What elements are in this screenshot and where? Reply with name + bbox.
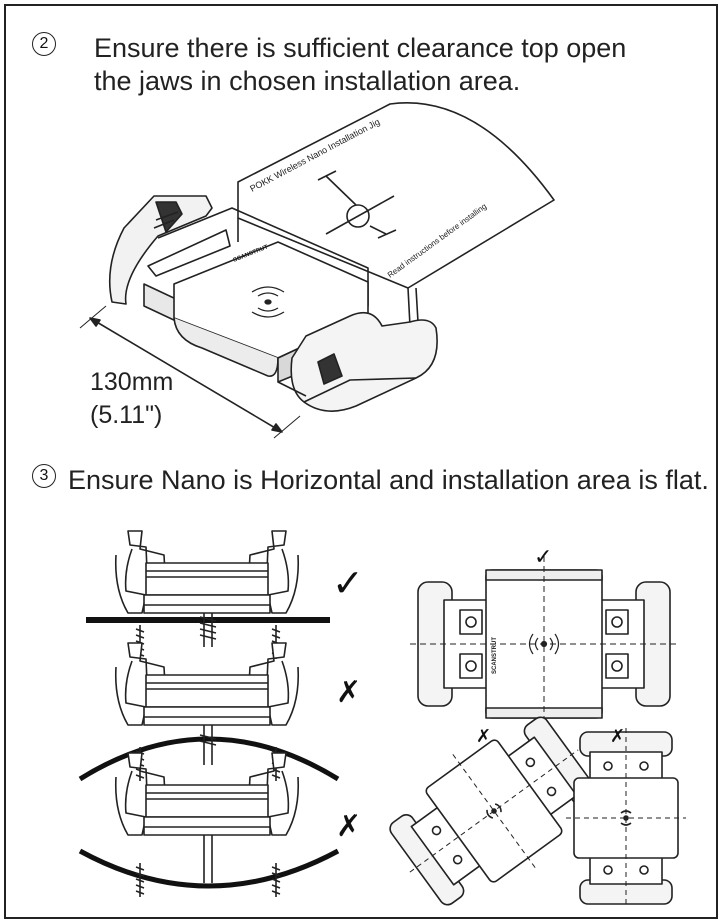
horizontal-orientation: SCANSTRUT: [410, 556, 678, 734]
dimension-imperial: (5.11"): [90, 401, 163, 429]
cross-mark-icon: ✗: [610, 726, 625, 747]
jig-card: [237, 102, 555, 289]
cross-mark-icon: ✗: [476, 726, 491, 747]
step-3: 3 Ensure Nano is Horizontal and installa…: [32, 464, 712, 497]
step-2: 2 Ensure there is sufficient clearance t…: [32, 32, 672, 98]
dimension-line: [79, 305, 301, 439]
flat-surface-mount: [86, 530, 330, 660]
step-2-text: Ensure there is sufficient clearance top…: [94, 33, 627, 96]
step-3-number: 3: [32, 464, 56, 488]
dimension-metric: 130mm: [90, 368, 174, 396]
cross-mark-icon: ✗: [336, 675, 361, 710]
step-3-text: Ensure Nano is Horizontal and installati…: [68, 465, 709, 495]
concave-surface-mount: [78, 752, 340, 898]
module-brand: SCANSTRUT: [492, 637, 498, 674]
right-jaw: [290, 311, 438, 412]
cross-mark-icon: ✗: [336, 809, 361, 844]
convex-surface: [78, 736, 340, 782]
cable-coil: [199, 613, 217, 647]
mount-side-views: ✓ ✗ ✗: [78, 530, 364, 898]
flat-surface: [86, 617, 330, 623]
wireless-charging-icon: [251, 286, 285, 318]
check-mark-icon: ✓: [332, 561, 364, 605]
mount-top-views: SCANSTRUT ✓ ✗: [389, 545, 686, 908]
instruction-panel: 2 Ensure there is sufficient clearance t…: [4, 4, 718, 919]
concave-surface: [78, 848, 340, 889]
convex-surface-mount: [78, 642, 340, 782]
check-mark-icon: ✓: [534, 545, 552, 570]
step-2-number: 2: [32, 32, 56, 56]
wireless-charging-icon: [528, 633, 560, 655]
installation-jig-illustration: POKK Wireless Nano Installation Jig Read…: [79, 102, 555, 439]
vertical-orientation: [566, 728, 686, 908]
illustrations: POKK Wireless Nano Installation Jig Read…: [78, 102, 686, 908]
crosshair-icon: [317, 170, 397, 239]
left-jaw: [108, 195, 213, 305]
